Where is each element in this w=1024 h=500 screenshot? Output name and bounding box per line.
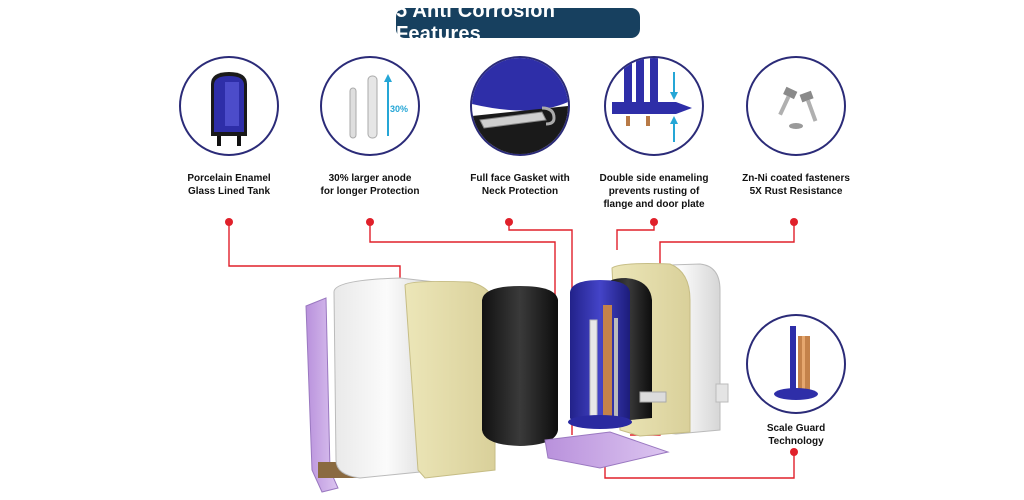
anode-icon: 30% xyxy=(320,56,420,156)
gasket-icon xyxy=(470,56,570,156)
scale-guard-icon xyxy=(746,314,846,414)
feature-gasket: Full face Gasket with Neck Protection xyxy=(440,56,600,198)
feature-enamel-tank: Porcelain Enamel Glass Lined Tank xyxy=(149,56,309,198)
flange-icon xyxy=(604,56,704,156)
tank-icon xyxy=(179,56,279,156)
fasteners-icon xyxy=(746,56,846,156)
feature-larger-anode: 30% 30% larger anode for longer Protecti… xyxy=(290,56,450,198)
feature-fasteners: Zn-Ni coated fasteners 5X Rust Resistanc… xyxy=(716,56,876,198)
feature-double-enamel: Double side enameling prevents rusting o… xyxy=(574,56,734,211)
feature-scale-guard: Scale Guard Technology xyxy=(716,314,876,448)
page-title: 5 Anti Corrosion Features xyxy=(396,0,640,45)
anode-badge: 30% xyxy=(390,104,409,114)
callout-dot xyxy=(225,218,233,226)
